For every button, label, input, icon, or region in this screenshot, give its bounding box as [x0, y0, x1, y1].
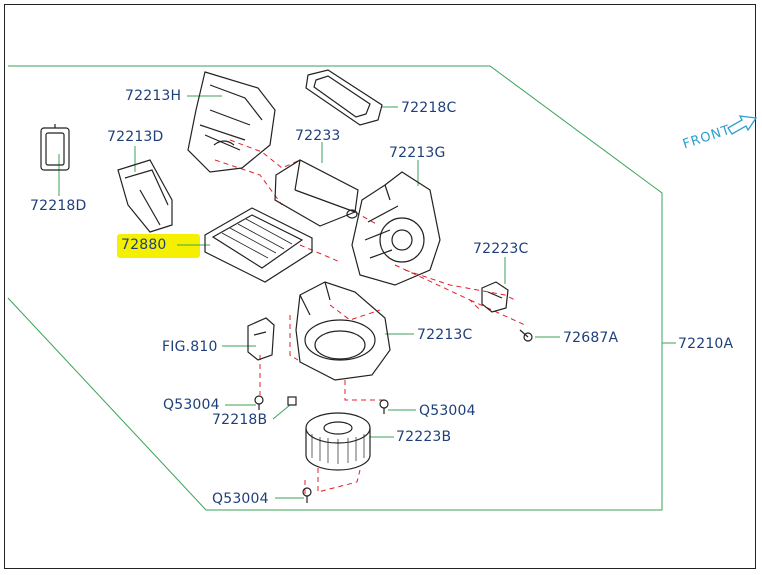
- label-q53004-bottom: Q53004: [212, 491, 269, 507]
- gasket-72218c: [305, 69, 383, 126]
- label-72687a: 72687A: [563, 330, 619, 346]
- case-72213g: [351, 171, 441, 286]
- label-72880: 72880: [121, 237, 167, 253]
- screw-72687a: [519, 329, 533, 342]
- screw-q53004-left: [254, 395, 264, 410]
- label-q53004-right: Q53004: [419, 403, 476, 419]
- front-arrow-icon: [727, 115, 758, 135]
- label-72213h: 72213H: [125, 88, 182, 104]
- screw-q53004-bottom: [302, 487, 312, 503]
- label-72213c: 72213C: [417, 327, 473, 343]
- bracket-fig810: [247, 317, 275, 361]
- label-72213g: 72213G: [389, 145, 446, 161]
- label-72233: 72233: [295, 128, 341, 144]
- diagram-frame: [4, 4, 756, 569]
- label-q53004-left: Q53004: [163, 397, 220, 413]
- label-72223c: 72223C: [473, 241, 529, 257]
- housing-72213h: [187, 71, 276, 173]
- label-72213d: 72213D: [107, 129, 164, 145]
- leader-lines: [58, 95, 676, 499]
- fan-72223b: [305, 412, 371, 471]
- case-72213c: [295, 281, 391, 381]
- pad-72218b: [287, 396, 297, 406]
- label-fig810: FIG.810: [162, 339, 218, 355]
- label-72218b: 72218B: [212, 412, 268, 428]
- part-highlight: [117, 234, 200, 258]
- duct-72213d: [117, 159, 173, 233]
- filter-72880: [204, 207, 313, 283]
- part-drawings: [40, 69, 533, 503]
- resistor-72223c: [481, 281, 509, 313]
- seal-72218d: [40, 124, 70, 171]
- screw-q53004-right: [379, 399, 389, 414]
- intake-72233: [274, 159, 359, 227]
- label-72218c: 72218C: [401, 100, 457, 116]
- assembly-boundary: [7, 65, 663, 511]
- assembly-dashes: [214, 139, 526, 495]
- label-72210a: 72210A: [678, 336, 734, 352]
- label-72223b: 72223B: [396, 429, 452, 445]
- label-72218d: 72218D: [30, 198, 87, 214]
